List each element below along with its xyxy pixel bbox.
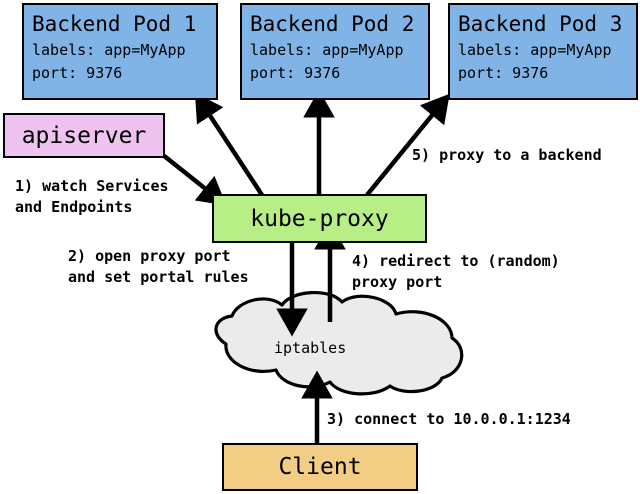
apiserver-node: apiserver	[3, 113, 165, 158]
pod-2-port: port: 9376	[250, 64, 341, 82]
pod-1-labels: labels: app=MyApp	[32, 41, 186, 59]
pod-1-port: port: 9376	[32, 64, 123, 82]
pod-2-labels: labels: app=MyApp	[250, 41, 404, 59]
step-2-label: 2) open proxy port and set portal rules	[68, 247, 249, 286]
step-4-label: 4) redirect to (random) proxy port	[352, 252, 560, 291]
backend-pod-1: Backend Pod 1 labels: app=MyApp port: 93…	[22, 3, 218, 100]
kubeproxy-label: kube-proxy	[250, 205, 389, 232]
step-1-label: 1) watch Services and Endpoints	[15, 177, 169, 216]
client-node: Client	[222, 443, 418, 491]
step-5-label: 5) proxy to a backend	[412, 146, 602, 164]
kubeproxy-node: kube-proxy	[212, 194, 427, 243]
pod-2-title: Backend Pod 2	[250, 12, 415, 36]
client-label: Client	[278, 454, 362, 480]
apiserver-label: apiserver	[21, 122, 147, 149]
iptables-label: iptables	[274, 339, 347, 357]
pod-3-port: port: 9376	[458, 64, 549, 82]
step-3-label: 3) connect to 10.0.0.1:1234	[327, 410, 571, 428]
backend-pod-3: Backend Pod 3 labels: app=MyApp port: 93…	[448, 3, 638, 100]
pod-3-title: Backend Pod 3	[458, 12, 623, 36]
pod-1-title: Backend Pod 1	[32, 12, 197, 36]
pod-3-labels: labels: app=MyApp	[458, 41, 612, 59]
backend-pod-2: Backend Pod 2 labels: app=MyApp port: 93…	[240, 3, 430, 100]
